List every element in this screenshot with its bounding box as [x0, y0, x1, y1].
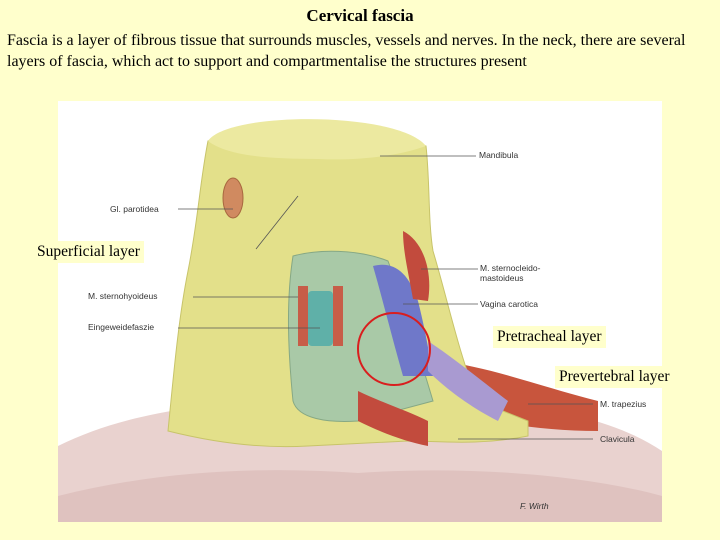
mandible-area	[208, 119, 426, 160]
trachea	[308, 291, 333, 346]
carotid-sheath	[373, 264, 433, 376]
neck-fascia-illustration: Mandibula Gl. parotidea M. sternocleido-…	[58, 101, 662, 522]
slide-title: Cervical fascia	[306, 6, 414, 25]
label-vagina-carotica: Vagina carotica	[480, 299, 538, 309]
label-sternohyoideus: M. sternohyoideus	[88, 291, 158, 301]
label-sternocleidomastoideus: M. sternocleido- mastoideus	[480, 263, 541, 283]
callout-prevertebral-layer: Prevertebral layer	[555, 366, 674, 388]
prevertebral-fascia	[428, 341, 508, 421]
callout-pretracheal-layer: Pretracheal layer	[493, 326, 606, 348]
sternohyoid-right	[333, 286, 343, 346]
parotid-gland	[222, 177, 244, 219]
sternocleidomastoid-lower	[358, 391, 428, 446]
neck-drawing	[58, 119, 662, 522]
highlight-circle	[357, 312, 431, 386]
pointer-lines	[178, 155, 593, 440]
intro-paragraph: Fascia is a layer of fibrous tissue that…	[7, 32, 686, 70]
callout-superficial-layer: Superficial layer	[33, 241, 144, 263]
label-eingeweidefaszie: Eingeweidefaszie	[88, 322, 155, 332]
label-parotidea: Gl. parotidea	[110, 204, 159, 214]
artist-signature: F. Wirth	[520, 501, 549, 511]
sternohyoid-left	[298, 286, 308, 346]
shoulder-skin-shade	[58, 470, 662, 522]
label-mandibula: Mandibula	[479, 150, 519, 160]
label-clavicula: Clavicula	[600, 434, 635, 444]
sternocleidomastoid-muscle	[403, 231, 430, 301]
label-trapezius: M. trapezius	[600, 399, 647, 409]
